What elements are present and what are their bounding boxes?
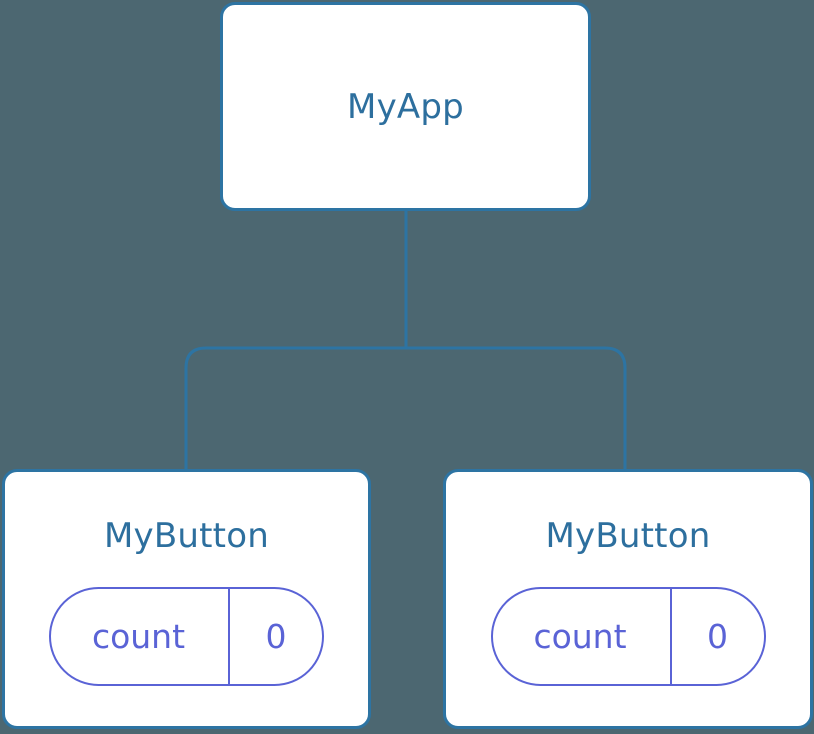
node-mybutton-left[interactable]: MyButton count 0 — [2, 469, 371, 729]
state-value-left: 0 — [228, 589, 322, 684]
node-myapp-label: MyApp — [347, 86, 464, 127]
state-pill-left[interactable]: count 0 — [49, 587, 324, 686]
state-key-left: count — [91, 617, 186, 656]
node-mybutton-right-label: MyButton — [545, 516, 711, 556]
edge-branch-to-left-child — [184, 346, 406, 471]
state-pill-right[interactable]: count 0 — [490, 587, 766, 686]
node-mybutton-left-label: MyButton — [104, 516, 269, 556]
state-value-right: 0 — [669, 589, 764, 684]
node-myapp[interactable]: MyApp — [220, 2, 591, 211]
edge-branch-to-right-child — [406, 346, 627, 471]
node-mybutton-right[interactable]: MyButton count 0 — [443, 469, 813, 729]
state-key-right: count — [533, 617, 627, 656]
